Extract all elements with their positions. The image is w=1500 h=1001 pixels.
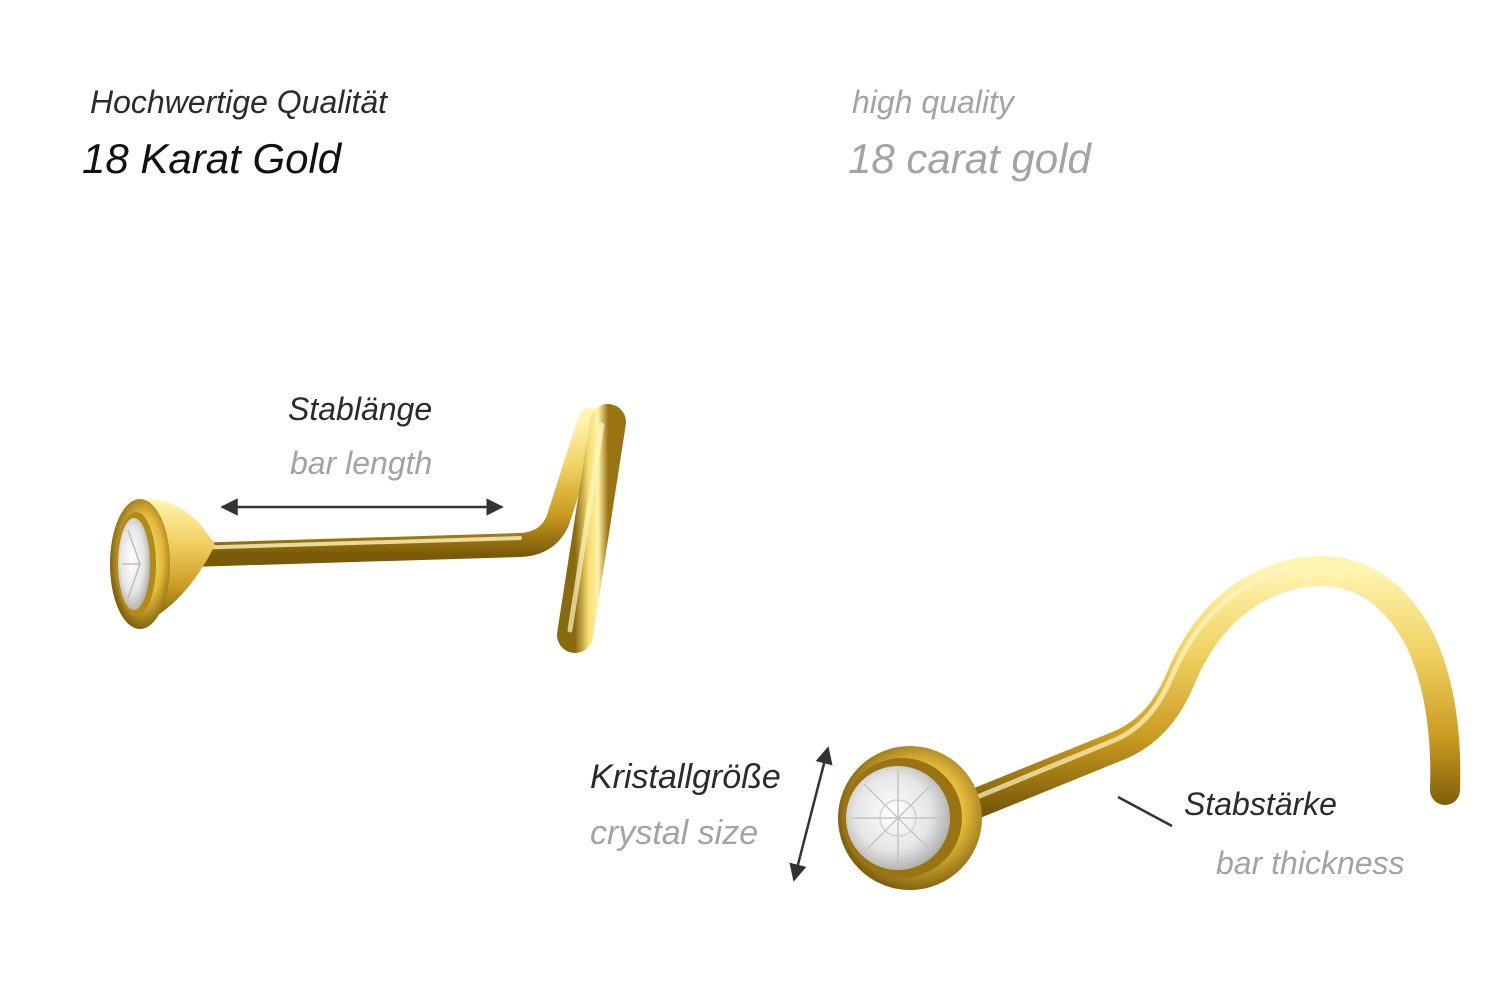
bar-length-label-en: bar length xyxy=(290,445,433,481)
crystal-size-arrow xyxy=(789,746,833,882)
crystal-size-label-en: crystal size xyxy=(590,814,759,852)
header-quality-en: high quality xyxy=(852,84,1014,120)
bar-thickness-pointer xyxy=(1117,795,1173,828)
header-material-en: 18 carat gold xyxy=(848,135,1091,182)
header-material-de: 18 Karat Gold xyxy=(82,135,342,182)
bar-thickness-label-de: Stabstärke xyxy=(1184,786,1337,822)
screw-nose-stud xyxy=(838,556,1461,890)
crystal-size-label-de: Kristallgröße xyxy=(590,758,781,796)
bar-length-label-de: Stablänge xyxy=(288,391,433,427)
l-shaped-nose-stud xyxy=(110,404,626,653)
bar-thickness-label-en: bar thickness xyxy=(1216,845,1405,881)
header-quality-de: Hochwertige Qualität xyxy=(90,84,388,120)
